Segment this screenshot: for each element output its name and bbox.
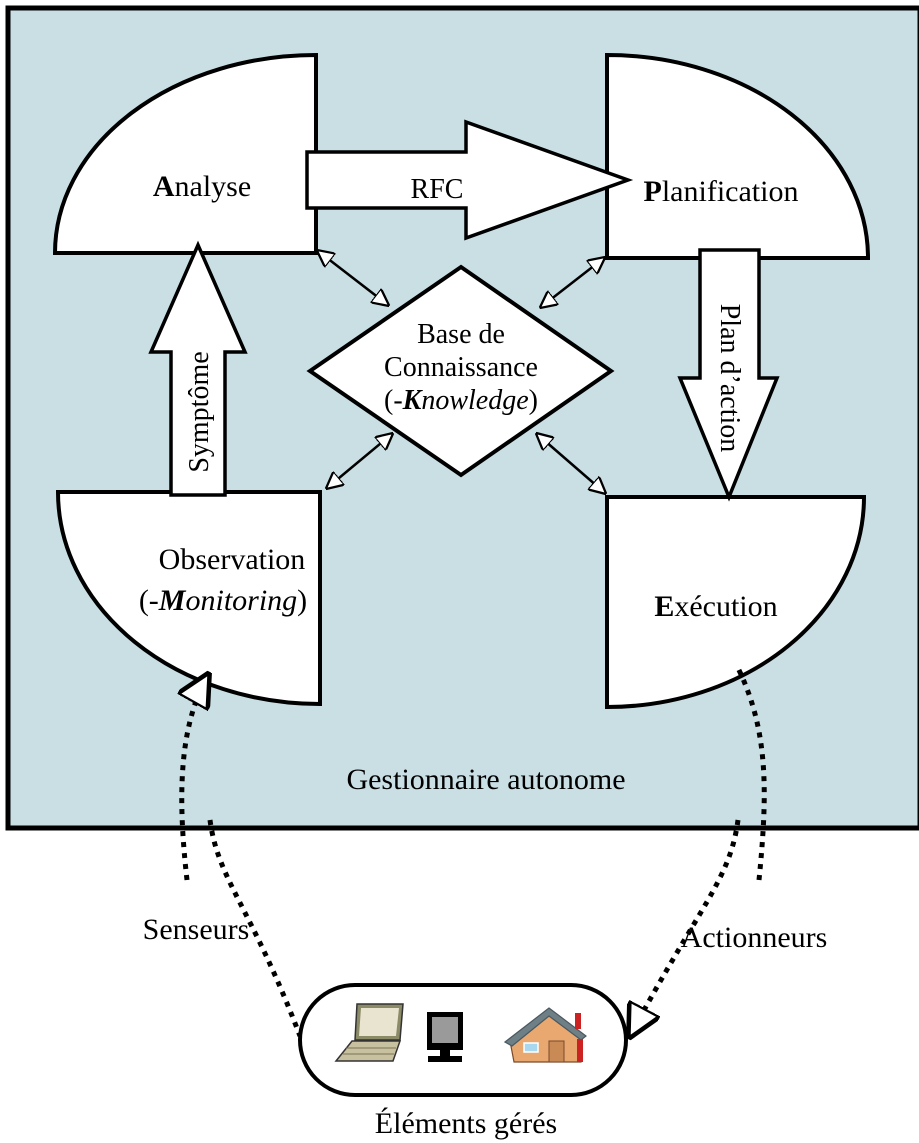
knowledge-link-analyse — [318, 251, 388, 305]
svg-text:(-Knowledge): (-Knowledge) — [384, 385, 538, 416]
observation-phase-shape — [55, 490, 322, 707]
analyse-label: Analyse — [153, 170, 251, 203]
sensor-link — [182, 675, 208, 881]
plan-arrow — [677, 248, 780, 502]
execution-label: Exécution — [654, 590, 777, 623]
symptom-label: Symptôme — [184, 351, 215, 472]
actuators-label: Actionneurs — [681, 921, 828, 954]
house-icon — [503, 1007, 587, 1063]
knowledge-label: Base de Connaissance (-Knowledge) — [384, 319, 538, 416]
planification-phase-shape — [605, 52, 871, 260]
rfc-arrow — [305, 119, 634, 241]
svg-text:(-Monitoring): (-Monitoring) — [139, 584, 307, 617]
sensors-label: Senseurs — [143, 913, 250, 946]
knowledge-link-execution — [537, 434, 605, 493]
monitor-icon — [427, 1012, 463, 1062]
planification-label: Planification — [644, 175, 799, 208]
knowledge-link-planification — [541, 258, 604, 307]
symptom-arrow — [148, 240, 248, 497]
laptop-icon — [334, 1003, 404, 1062]
manager-label: Gestionnaire autonome — [346, 763, 625, 796]
rfc-label: RFC — [411, 174, 464, 205]
knowledge-diamond — [306, 264, 615, 478]
execution-phase-shape — [605, 495, 867, 710]
actuator-link — [735, 666, 767, 881]
svg-text:Observation: Observation — [159, 543, 306, 576]
analyse-phase-shape — [52, 52, 318, 255]
managed-elements-label: Éléments gérés — [375, 1107, 557, 1140]
knowledge-link-observation — [327, 434, 392, 488]
plan-label: Plan d’action — [714, 304, 745, 453]
observation-label: Observation (-Monitoring) — [139, 543, 307, 617]
svg-text:Connaissance: Connaissance — [384, 352, 538, 383]
svg-text:Base de: Base de — [417, 319, 505, 350]
